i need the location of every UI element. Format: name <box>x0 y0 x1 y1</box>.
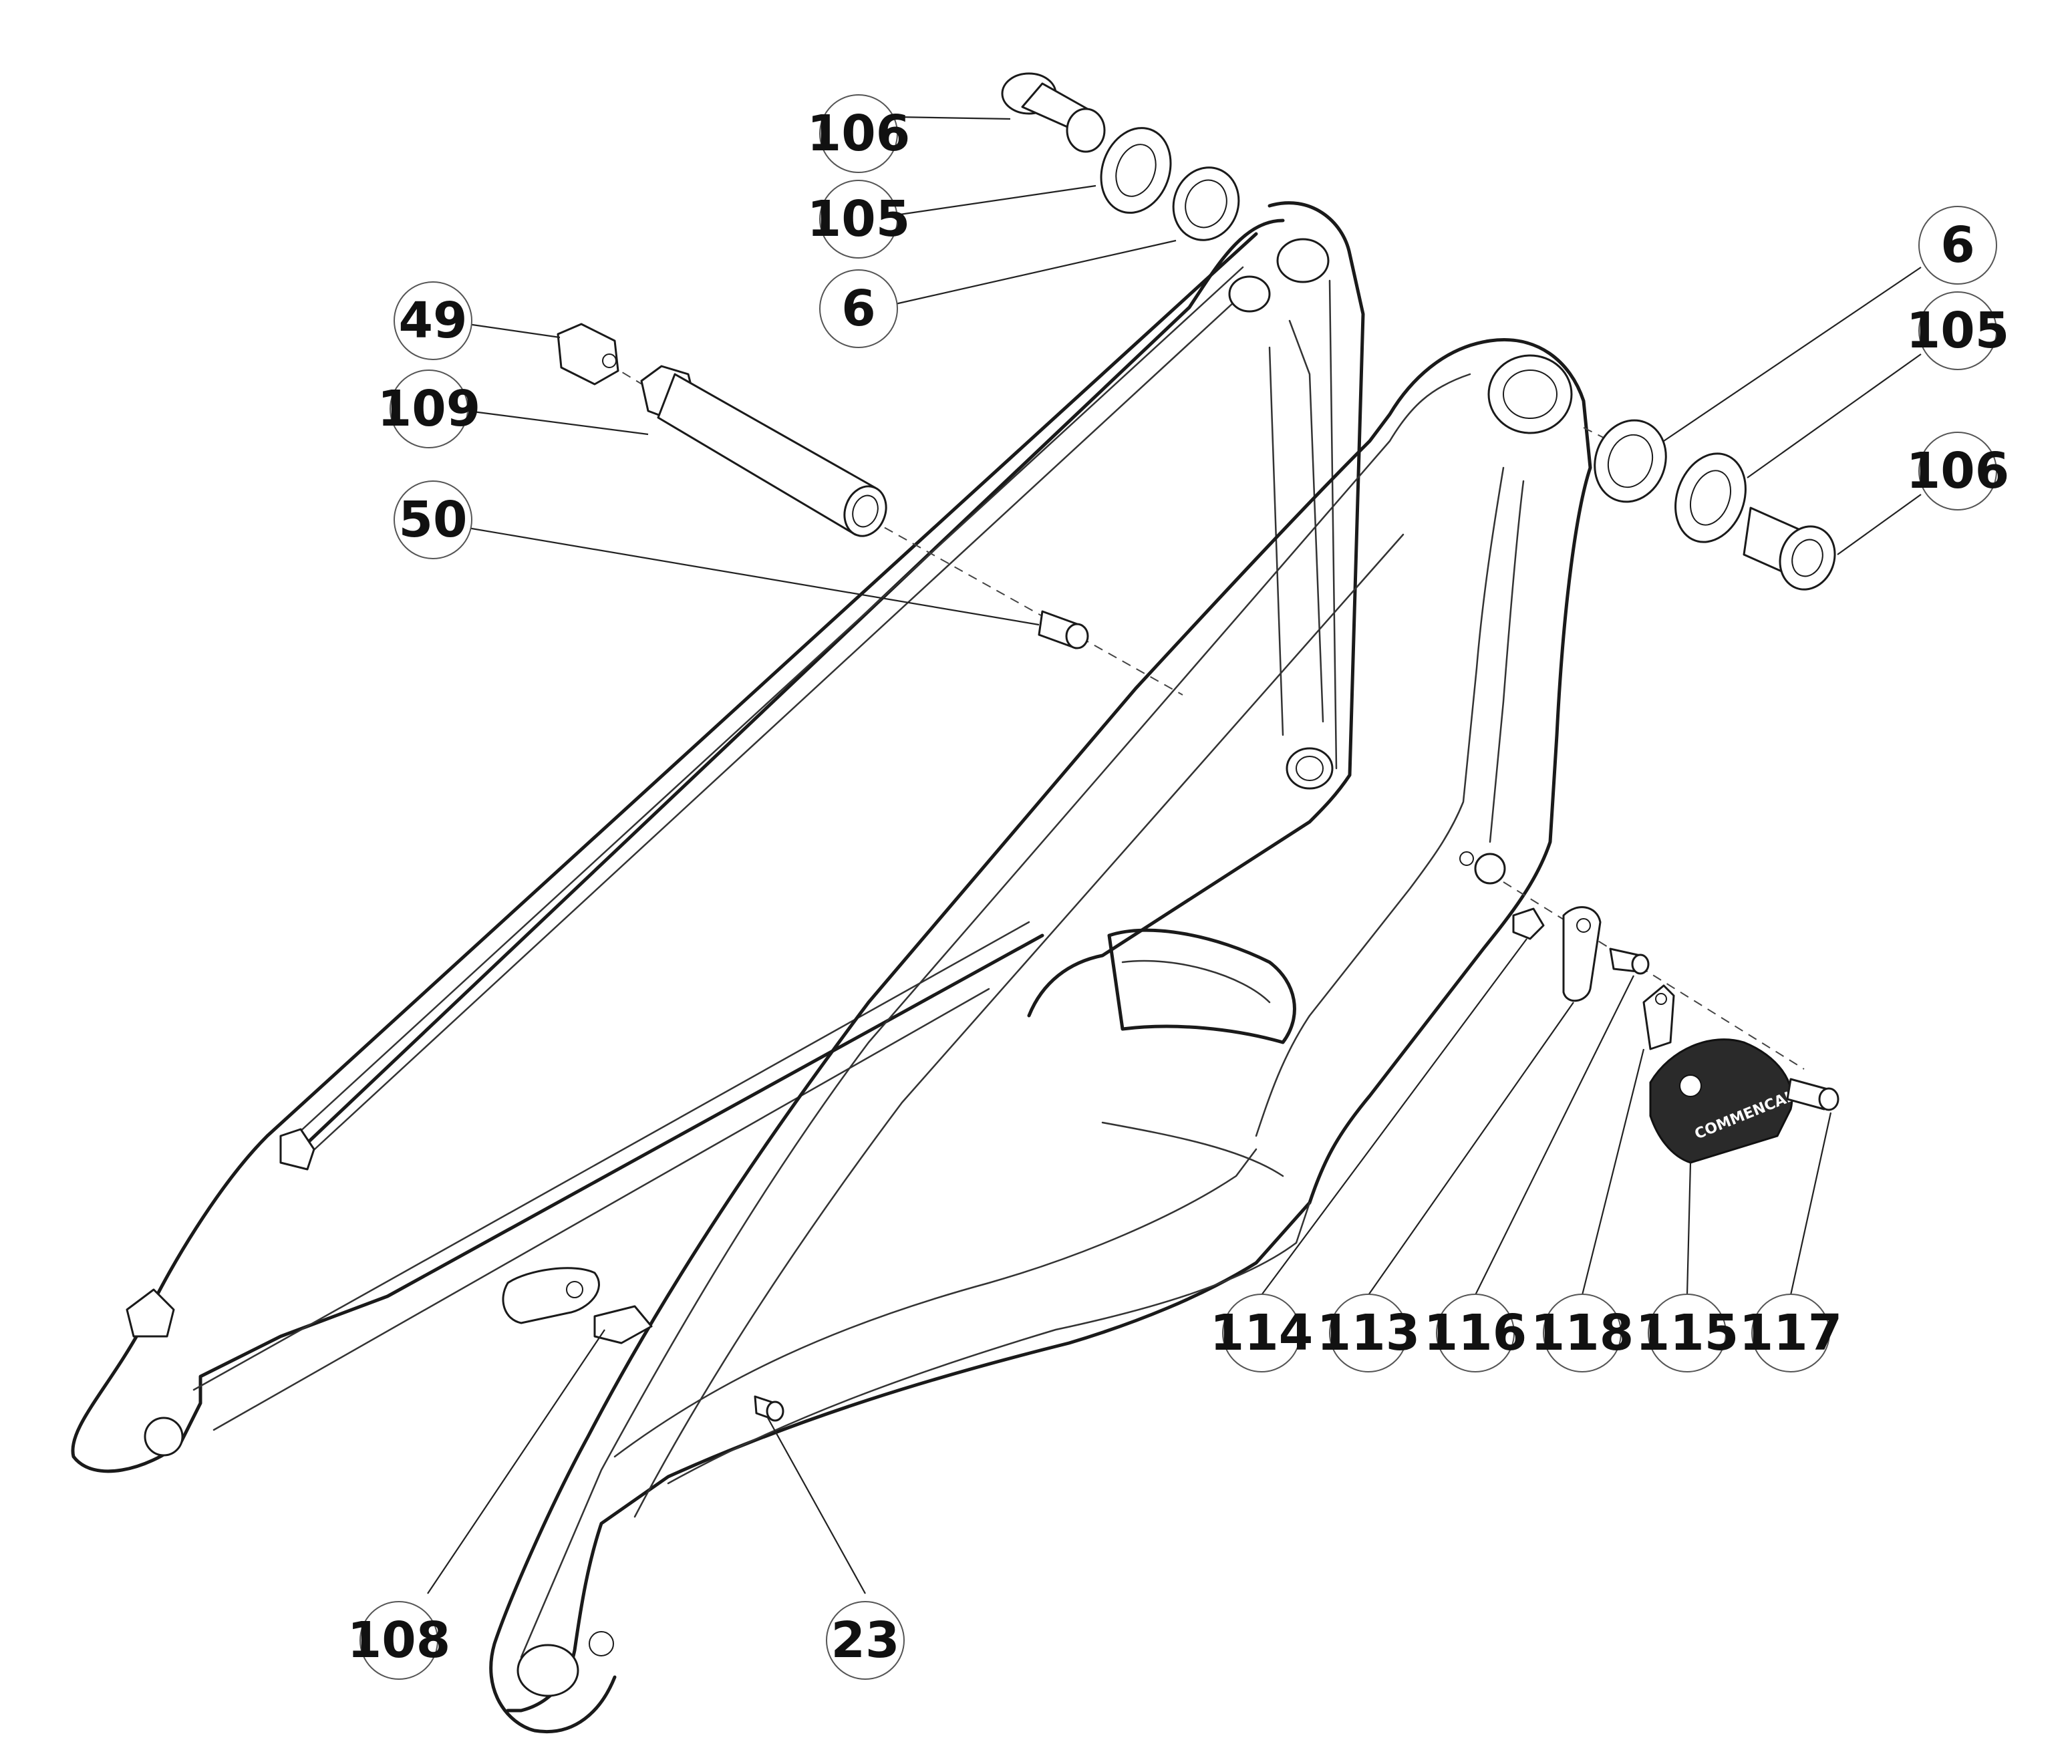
callout-106-right: 106 <box>1906 432 2009 510</box>
callout-116: 116 <box>1424 1294 1527 1372</box>
part-109-axle <box>640 365 887 537</box>
callout-50: 50 <box>394 480 472 559</box>
part-6-top <box>1172 166 1240 241</box>
callout-109: 109 <box>378 370 480 448</box>
part-116 <box>1609 947 1650 975</box>
part-50-bolt <box>1038 610 1089 649</box>
callout-117: 117 <box>1739 1294 1842 1372</box>
callout-6-right: 6 <box>1918 206 1997 285</box>
part-117-bolt <box>1786 1078 1839 1111</box>
part-105-top <box>1100 127 1172 214</box>
callout-114: 114 <box>1210 1294 1313 1372</box>
part-108 <box>502 1267 653 1344</box>
callout-108-label: 108 <box>347 1612 450 1669</box>
callout-108: 108 <box>347 1601 450 1680</box>
callout-116-label: 116 <box>1424 1304 1527 1362</box>
part-49 <box>557 323 619 386</box>
callout-105-right-label: 105 <box>1906 302 2009 359</box>
callout-106-top: 106 <box>807 94 910 173</box>
callout-23: 23 <box>826 1601 905 1680</box>
callout-113-label: 113 <box>1317 1304 1420 1362</box>
callout-50-label: 50 <box>399 491 468 549</box>
callout-6-right-label: 6 <box>1940 216 1975 274</box>
part-113-hanger <box>1562 906 1602 1002</box>
callout-115-label: 115 <box>1636 1304 1739 1362</box>
callout-6-top: 6 <box>819 269 898 348</box>
callout-49: 49 <box>394 281 472 360</box>
callout-113: 113 <box>1317 1294 1420 1372</box>
part-118-plate <box>1642 984 1675 1050</box>
part-105-right <box>1674 452 1747 543</box>
callout-118: 118 <box>1531 1294 1634 1372</box>
callout-105-right: 105 <box>1906 291 2009 370</box>
callout-105-top: 105 <box>807 180 910 259</box>
swingarm-frame <box>71 201 1592 1733</box>
callout-115: 115 <box>1636 1294 1739 1372</box>
callout-117-label: 117 <box>1739 1304 1842 1362</box>
callout-114-label: 114 <box>1210 1304 1313 1362</box>
callout-109-label: 109 <box>378 380 480 438</box>
callout-49-label: 49 <box>399 292 468 349</box>
part-114 <box>1512 907 1545 940</box>
callout-105-top-label: 105 <box>807 190 910 248</box>
part-115-chain-guide: COMMENCAL <box>1649 1038 1797 1164</box>
callout-106-right-label: 106 <box>1906 442 2009 500</box>
callout-106-top-label: 106 <box>807 105 910 162</box>
callout-23-label: 23 <box>831 1612 900 1669</box>
part-23-bolt <box>754 1395 784 1422</box>
part-106-right <box>1743 506 1836 591</box>
callout-6-top-label: 6 <box>841 280 876 337</box>
part-6-right <box>1594 419 1667 503</box>
callout-118-label: 118 <box>1531 1304 1634 1362</box>
part-106-top <box>1001 72 1106 153</box>
leader-lines <box>427 116 1922 1594</box>
